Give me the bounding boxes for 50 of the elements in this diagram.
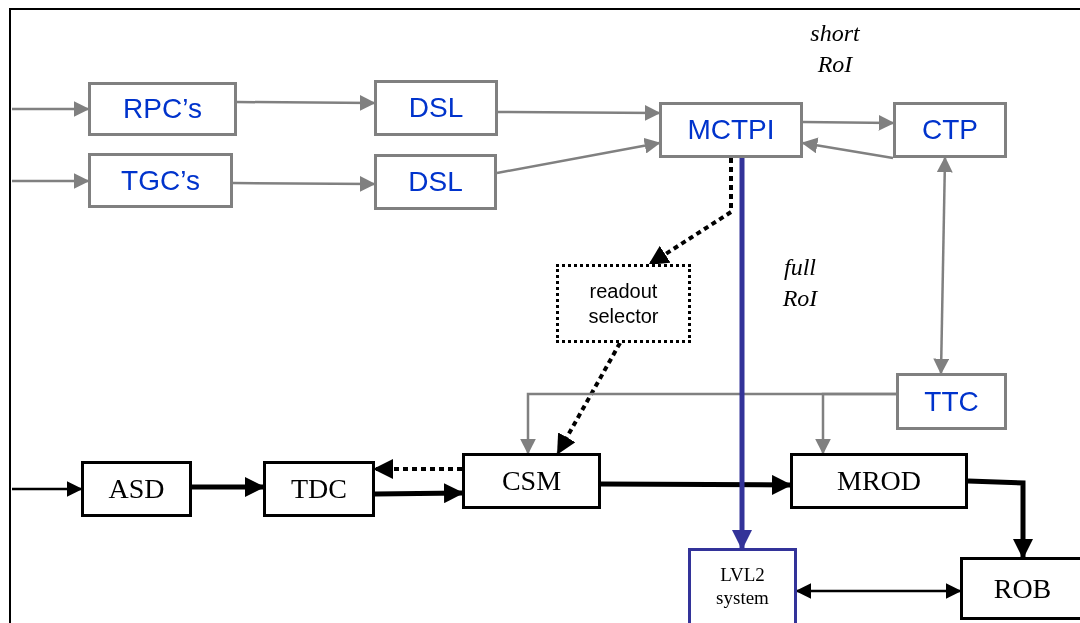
annotation-text: full RoI [781, 253, 819, 314]
arrow [12, 481, 83, 497]
arrow [803, 114, 895, 131]
system-box [688, 548, 797, 623]
process-box [893, 102, 1007, 158]
dotted-arrow [373, 459, 462, 479]
process-box [374, 154, 497, 210]
node-label: TGC’s [121, 164, 200, 197]
process-box [960, 557, 1080, 620]
node-label: LVL2 system [715, 564, 770, 610]
arrow [237, 94, 376, 111]
annotation-text: short RoI [809, 19, 861, 80]
process-box [790, 453, 968, 509]
process-box [263, 461, 375, 517]
dotted-arrow [648, 158, 733, 266]
dotted-box [556, 264, 691, 343]
arrow [732, 158, 752, 550]
arrow [601, 474, 792, 495]
process-box [896, 373, 1007, 430]
node-label: ASD [108, 473, 165, 505]
node-label: TTC [924, 385, 979, 418]
node-label: DSL [408, 92, 464, 124]
node-label: RPC’s [123, 93, 202, 125]
arrow [233, 175, 376, 192]
node-label: DSL [408, 166, 463, 198]
process-box [374, 80, 498, 136]
process-box [88, 82, 237, 136]
node-label: MCTPI [687, 114, 775, 146]
arrow [933, 156, 953, 375]
arrow [192, 477, 265, 497]
dotted-arrow [556, 342, 622, 455]
process-box [659, 102, 803, 158]
node-label: MROD [837, 465, 921, 497]
arrow [374, 483, 464, 504]
process-box [462, 453, 601, 509]
arrow [496, 137, 661, 175]
process-box [81, 461, 192, 517]
arrow [801, 137, 894, 160]
arrow [795, 583, 962, 599]
process-box [88, 153, 233, 208]
arrow [12, 173, 90, 189]
node-label: ROB [993, 572, 1052, 605]
arrow [967, 478, 1033, 559]
arrow [815, 392, 896, 455]
node-label: TDC [291, 473, 347, 505]
arrow [498, 104, 661, 121]
node-label: CSM [501, 465, 562, 497]
arrow [12, 101, 90, 117]
node-label: readout selector [587, 278, 660, 329]
node-label: CTP [922, 114, 978, 146]
